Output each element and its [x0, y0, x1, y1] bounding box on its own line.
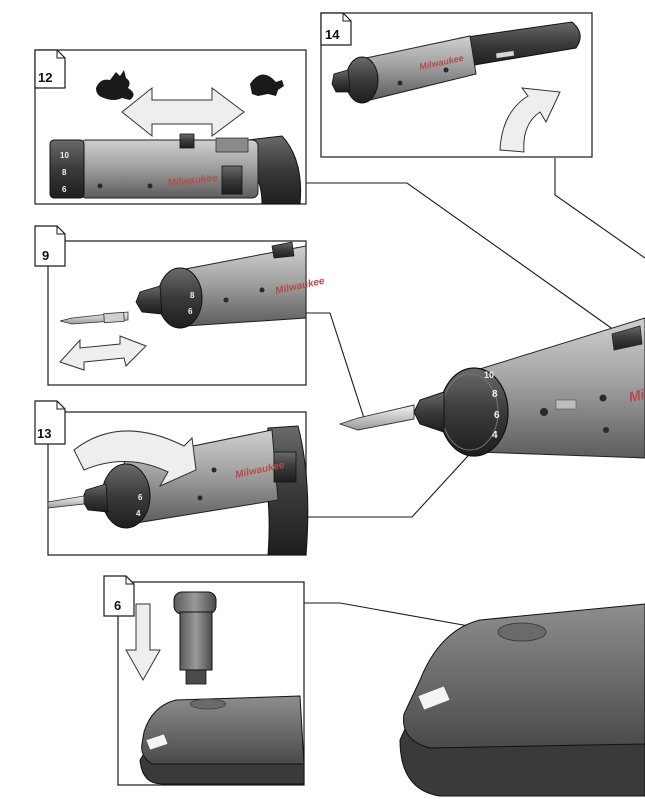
figure-12-number: 12	[38, 70, 52, 85]
fig6-battery-contacts	[185, 669, 207, 685]
main-screwdriver-closeup: Milwaukee 10 8 6 4	[338, 317, 645, 459]
figure-9-tag	[34, 225, 66, 267]
figure-13-number: 13	[37, 426, 51, 441]
main-charger-body	[403, 603, 645, 749]
leader-lines	[304, 158, 645, 629]
insert-down-arrow-icon	[125, 603, 161, 682]
fig14-hole	[397, 80, 403, 86]
leader-fig6	[304, 602, 481, 629]
main-screwdriver-hole	[603, 427, 609, 433]
fig9-dial-number: 8	[190, 291, 195, 300]
figure-14-panel: Milwaukee 14	[320, 12, 593, 158]
figure-9-number: 9	[42, 248, 49, 263]
figure-13-tag	[34, 400, 66, 445]
fig14-torque-collar	[345, 56, 379, 104]
main-charger-closeup	[399, 603, 645, 797]
figure-6-charger	[139, 695, 305, 785]
fig9-torque-collar	[157, 267, 203, 329]
fig13-hole	[211, 467, 217, 473]
rotate-collar-arrow-icon	[73, 430, 197, 488]
main-screwdriver-badge	[555, 399, 577, 410]
main-screwdriver-bit	[338, 404, 415, 431]
fig14-chuck	[331, 69, 351, 93]
leader-fig13	[306, 444, 479, 518]
fig9-hole	[223, 297, 229, 303]
fig9-bit-hex-end	[103, 311, 125, 324]
figure-9-tag-fold	[56, 226, 65, 235]
fig13-torque-collar	[101, 463, 151, 529]
fig12-brand: Milwaukee	[167, 173, 218, 189]
main-screwdriver-hole	[599, 394, 607, 402]
fig6-battery-cap	[173, 591, 217, 615]
figure-13-tag-fold	[56, 401, 65, 410]
fig12-hole	[97, 183, 103, 189]
fig14-handle	[459, 21, 581, 67]
fig12-speed-switch	[179, 133, 195, 149]
rotate-arrow-icon	[499, 87, 561, 153]
fig12-dial-number: 6	[62, 185, 67, 194]
fig13-chuck	[81, 483, 109, 513]
main-charger-indicator-light	[417, 685, 451, 711]
fig9-dial-number: 6	[188, 307, 193, 316]
leader-fig9	[306, 312, 365, 419]
fig9-hole	[259, 287, 265, 293]
main-dial-number: 10	[484, 370, 494, 380]
fig12-trigger-button	[221, 165, 243, 195]
insert-remove-arrow-icon	[59, 335, 147, 371]
main-dial-number: 6	[494, 410, 500, 421]
fig13-hole	[197, 495, 203, 501]
figure-6-number: 6	[114, 598, 121, 613]
figure-12-tag-fold	[56, 50, 65, 59]
figure-6-battery	[173, 591, 217, 685]
main-dial-number: 4	[492, 430, 498, 441]
main-dial-number: 8	[492, 389, 498, 400]
fig14-led-strip	[495, 50, 515, 59]
figure-12-screwdriver: Milwaukee 10 8 6	[49, 133, 302, 205]
fig14-hole	[443, 67, 449, 73]
fig12-dial-number: 8	[62, 168, 67, 177]
fig13-bit	[47, 495, 85, 509]
main-screwdriver-hole	[540, 408, 548, 416]
fig6-charger-indicator-light	[145, 733, 169, 751]
speed-toggle-arrow-icon	[121, 86, 245, 138]
fig13-trigger-button	[273, 451, 297, 483]
leader-fig14	[554, 158, 645, 259]
figure-6-tag	[103, 575, 135, 617]
fig9-chuck	[135, 285, 163, 315]
fig12-torque-collar	[49, 139, 85, 199]
main-screwdriver-chuck	[413, 391, 445, 433]
fig13-dial-number: 4	[136, 509, 141, 518]
fig6-charger-well	[189, 698, 227, 710]
fig12-dial-number: 10	[60, 151, 69, 160]
fig6-charger-body	[141, 695, 305, 765]
figure-9-panel: Milwaukee 8 6 9	[34, 225, 326, 386]
main-screwdriver-lock-button	[611, 325, 643, 351]
figure-9-screwdriver: Milwaukee 8 6	[135, 241, 326, 329]
rabbit-icon	[96, 70, 134, 100]
figure-12-panel: Milwaukee 10 8 6 12	[34, 49, 307, 205]
figure-6-tag-fold	[125, 576, 134, 585]
figure-6-panel: 6	[103, 575, 305, 786]
fig9-lock-button	[271, 241, 295, 259]
turtle-icon	[250, 74, 284, 96]
fig6-battery-body	[179, 611, 213, 671]
figure-13-panel: Milwaukee 6 4 13	[34, 400, 309, 556]
leader-fig12	[306, 182, 615, 331]
figure-14-screwdriver: Milwaukee	[331, 21, 581, 104]
figure-14-number: 14	[325, 27, 340, 42]
fig13-dial-number: 6	[138, 493, 143, 502]
figure-14-tag-fold	[342, 13, 351, 22]
fig12-hole	[147, 183, 153, 189]
main-charger-battery-well	[497, 622, 547, 642]
figure-12-tag	[34, 49, 66, 89]
fig12-switch-housing	[215, 137, 249, 153]
